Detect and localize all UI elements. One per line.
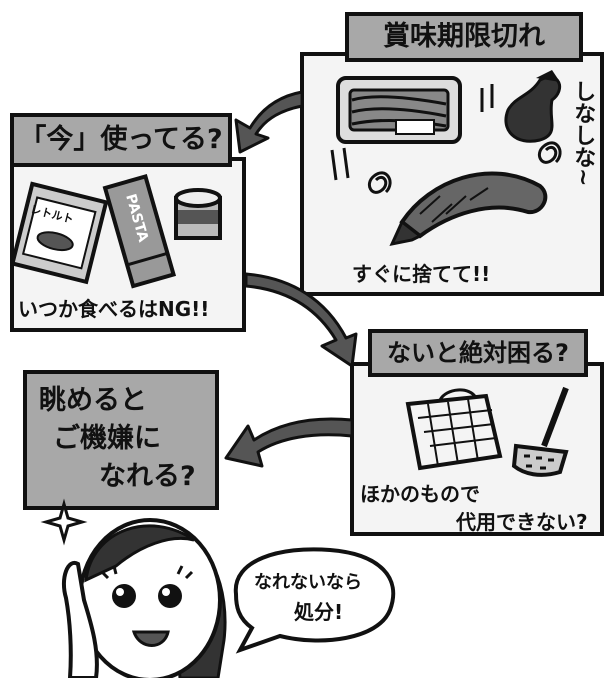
speech-line2: 処分! (294, 600, 344, 624)
squiggle-icon (368, 171, 392, 194)
arrow-2-icon (244, 272, 358, 368)
squiggle-icon (538, 141, 562, 164)
sparkle-icon (40, 498, 88, 546)
soggy-side-text: しなしな~ (570, 80, 596, 187)
happy-heading-line3: なれる? (99, 461, 196, 492)
speech-bubble-icon (233, 547, 396, 654)
using-now-heading: 「今」使ってる? (10, 113, 232, 167)
wire-basket-icon (405, 388, 503, 471)
arrow-1-icon (234, 90, 304, 154)
speech-line1: なれないなら (254, 572, 362, 593)
bacon-pack-icon (336, 76, 462, 144)
expired-heading: 賞味期限切れ (345, 12, 583, 62)
happy-heading: 眺めると ご機嫌に なれる? (23, 370, 219, 510)
happy-heading-line1: 眺めると (39, 385, 147, 416)
motion-lines-icon (330, 84, 494, 181)
essential-note-line1: ほかのもので (360, 482, 480, 506)
fried-shrimp-icon (389, 171, 548, 247)
expired-note: すぐに捨てて!! (352, 262, 491, 286)
pasta-box-icon (102, 173, 177, 289)
using-now-note: いつか食べるはNG!! (18, 297, 210, 321)
canned-food-icon (174, 188, 222, 240)
happy-heading-line2: ご機嫌に (53, 423, 161, 454)
essential-heading: ないと絶対困る? (368, 329, 588, 377)
arrow-3-icon (224, 417, 354, 468)
essential-note-line2: 代用できない? (456, 510, 588, 534)
woman-character-icon (61, 518, 227, 678)
eggplant-icon (504, 70, 562, 143)
retort-pouch-icon (10, 181, 109, 285)
potato-masher-icon (511, 386, 569, 477)
